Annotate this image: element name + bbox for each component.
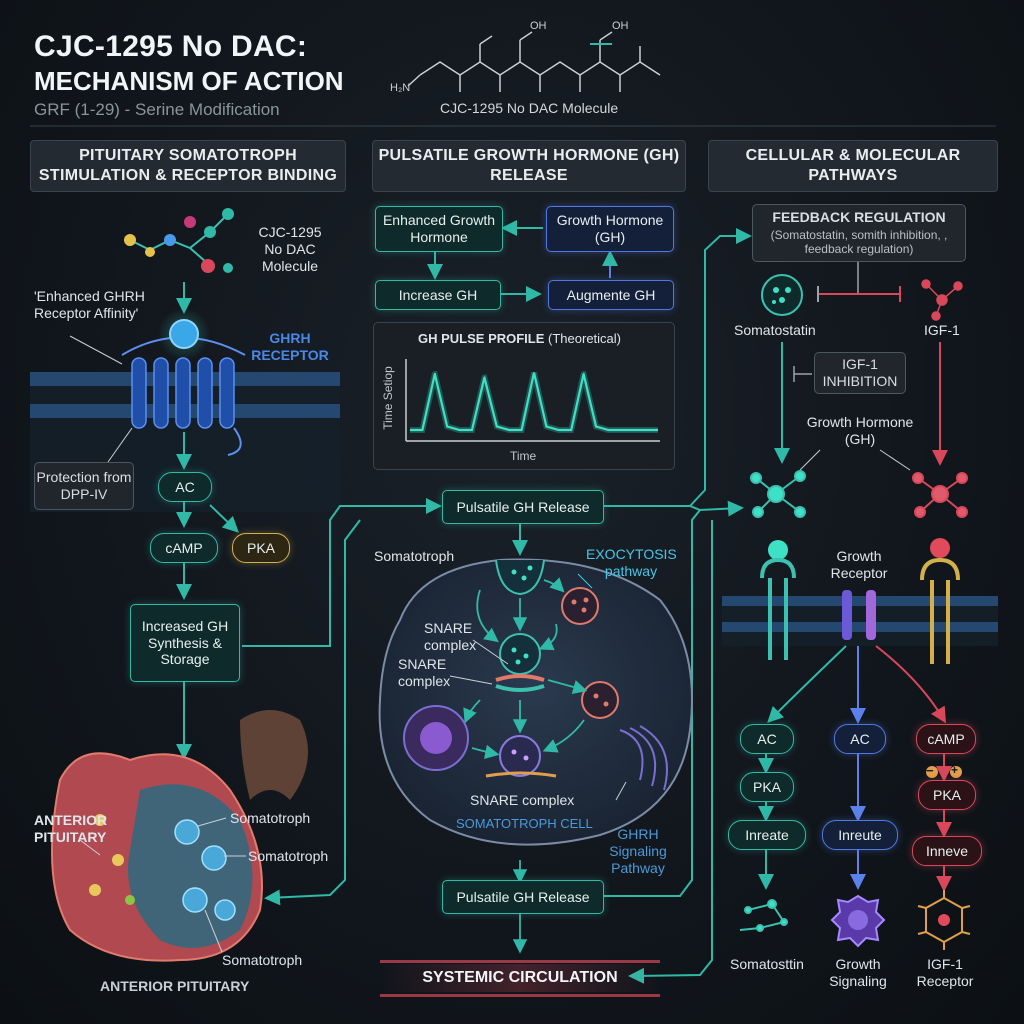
gh-molecule-teal (750, 470, 806, 518)
section-header-left: PITUITARY SOMATOTROPH STIMULATION & RECE… (30, 140, 346, 192)
molecule-caption: CJC-1295 No DAC Molecule (440, 100, 619, 116)
igf1-label: IGF-1 (924, 322, 960, 338)
augmente-gh-box: Augmente GH (548, 280, 674, 310)
receptor-purple (842, 590, 876, 640)
snare-label-2: SNARE complex (398, 656, 451, 689)
output-somatostatin-icon (739, 899, 788, 932)
protection-box: Protection from DPP-IV (34, 462, 134, 510)
somatotroph-label-middle: Somatotroph (374, 548, 455, 564)
receptor-teal (760, 540, 796, 660)
section-header-right: CELLULAR & MOLECULAR PATHWAYS (708, 140, 998, 192)
feedback-title: FEEDBACK REGULATION (772, 209, 946, 226)
vesicles (403, 559, 668, 791)
pulsatile-release-top: Pulsatile GH Release (442, 490, 604, 524)
ghrh-receptor-helices (131, 357, 235, 429)
affinity-note: 'Enhanced GHRH Receptor Affinity' (34, 288, 145, 321)
enhanced-gh-box: Enhanced Growth Hormone (375, 206, 503, 252)
right-col1-node-1: AC (740, 724, 794, 754)
page-title-line2: MECHANISM OF ACTION (34, 66, 344, 96)
molecule-oh-1: OH (530, 20, 547, 32)
camp-node-left: cAMP (150, 533, 218, 563)
output-igf1-receptor-label: IGF-1 Receptor (916, 956, 974, 989)
molecule-nh2: H₂N (390, 82, 411, 94)
exocytosis-label: EXOCYTOSIS pathway (586, 546, 677, 579)
gh-pulse-chart (405, 359, 660, 442)
feedback-subtitle: (Somatostatin, somith inhibition, , feed… (770, 228, 948, 257)
output-igf1-receptor-icon (917, 890, 971, 950)
somatotroph-label-1: Somatotroph (230, 810, 311, 826)
output-somatostatin-label: Somatosttin (730, 956, 804, 972)
right-col1-node-2: PKA (740, 772, 794, 802)
page-title: CJC-1295 No DAC: (34, 30, 308, 63)
anterior-pituitary-bottom-label: ANTERIOR PITUITARY (100, 978, 250, 994)
page-subtitle: GRF (1-29) - Serine Modification (34, 100, 280, 119)
plus-sign: + (951, 763, 959, 777)
snare-label-1: SNARE complex (424, 620, 477, 653)
chart-title: GH PULSE PROFILE (418, 331, 545, 346)
anterior-pituitary-label: ANTERIOR PITUITARY (34, 812, 108, 845)
right-col3-node-3: Inneve (912, 836, 982, 866)
systemic-circulation-label: SYSTEMIC CIRCULATION (380, 964, 660, 992)
molecule-oh-2: OH (612, 20, 629, 32)
chart-series-line (410, 372, 658, 432)
snare-label-3: SNARE complex (470, 792, 575, 808)
header-molecule (407, 31, 661, 92)
chart-x-axis-label: Time (510, 449, 537, 463)
ac-node-left: AC (158, 472, 212, 502)
growth-hormone-box: Growth Hormone (GH) (546, 206, 674, 252)
right-col3-node-2: PKA (918, 780, 976, 810)
ghrh-signaling-label: GHRH Signaling Pathway (609, 826, 667, 876)
gh-molecule-red (912, 472, 968, 518)
growth-hormone-gh-label: Growth Hormone (GH) (806, 414, 914, 447)
right-col3-node-1: cAMP (916, 724, 976, 754)
chart-title-suffix: (Theoretical) (548, 331, 621, 346)
right-col1-node-3: Inreate (728, 820, 806, 850)
output-growth-signaling-icon (830, 894, 886, 948)
gh-pulse-chart-panel: GH PULSE PROFILE (Theoretical) Time Seti… (373, 322, 675, 470)
somatotroph-label-2: Somatotroph (248, 848, 329, 864)
left-molecule-label: CJC-1295 No DAC Molecule (258, 224, 322, 274)
somatotroph-cell-shape (378, 558, 693, 846)
minus-sign: − (926, 763, 934, 778)
section-header-middle: PULSATILE GROWTH HORMONE (GH) RELEASE (372, 140, 686, 192)
somatostatin-label: Somatostatin (734, 322, 816, 338)
left-molecule (129, 213, 229, 263)
chart-series-glow (410, 371, 658, 433)
igf1-inhibition-box: IGF-1 INHIBITION (814, 352, 906, 394)
somatotroph-cell-label: SOMATOTROPH CELL (456, 816, 593, 831)
receptor-yellow (920, 538, 960, 664)
ghrh-receptor-label: GHRH RECEPTOR (251, 330, 329, 363)
right-col2-node-1: AC (834, 724, 886, 754)
feedback-regulation-box: FEEDBACK REGULATION (Somatostatin, somit… (752, 204, 966, 262)
pka-node-left: PKA (232, 533, 290, 563)
somatotroph-label-3: Somatotroph (222, 952, 303, 968)
increase-gh-box: Increase GH (375, 280, 501, 310)
growth-receptor-label: Growth Receptor (830, 548, 888, 581)
output-growth-signaling-label: Growth Signaling (829, 956, 887, 989)
pulsatile-release-bottom: Pulsatile GH Release (442, 880, 604, 914)
right-col2-node-2: Inreute (822, 820, 898, 850)
pituitary-illustration (51, 710, 308, 962)
increased-gh-box: Increased GH Synthesis & Storage (130, 604, 240, 682)
